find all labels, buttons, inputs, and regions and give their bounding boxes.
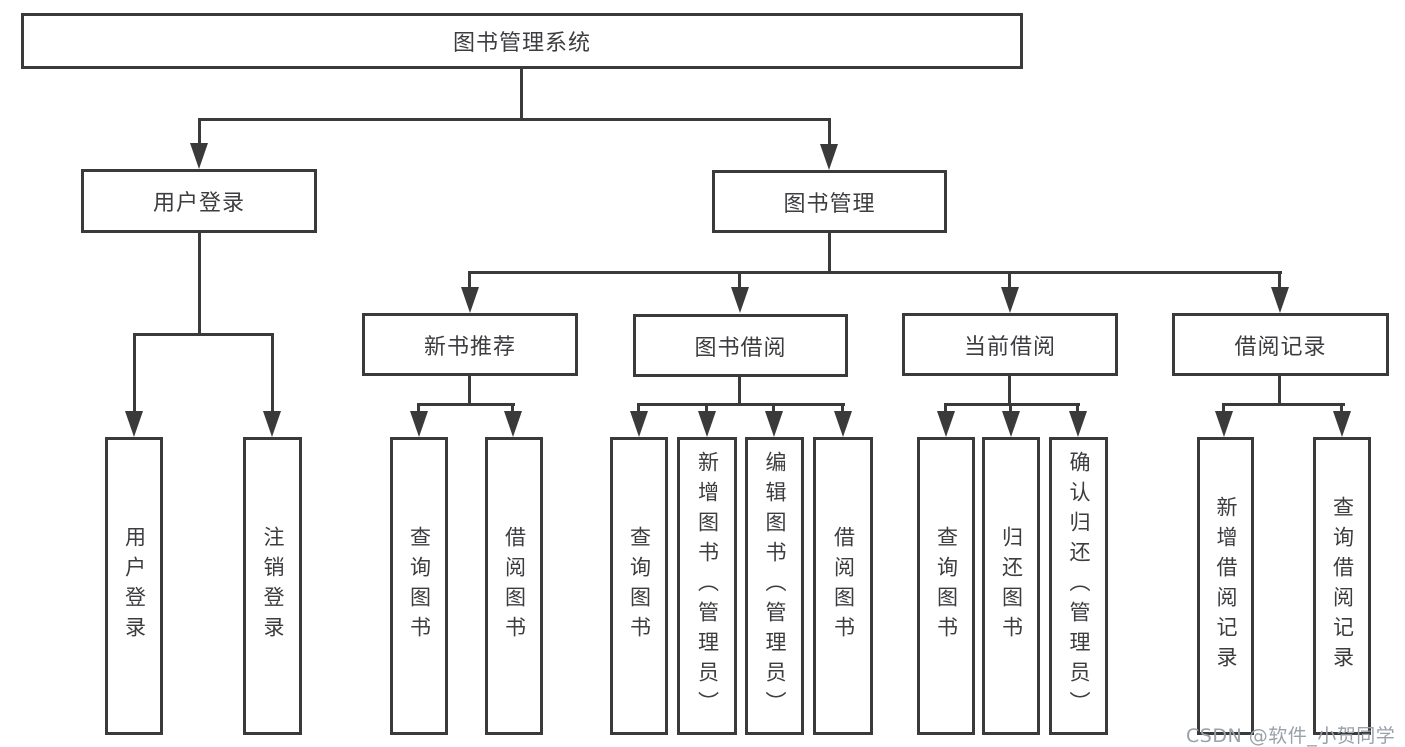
connector-line bbox=[511, 404, 514, 413]
leaf-user-login: 用户登录 bbox=[105, 437, 163, 735]
connector-line bbox=[133, 335, 136, 413]
connector-arrow-down bbox=[1215, 411, 1233, 437]
connector-arrow-down bbox=[820, 144, 838, 170]
leaf-add-borrow-record-label: 新增借阅记录 bbox=[1214, 496, 1238, 676]
connector-line bbox=[1222, 404, 1225, 413]
connector-line bbox=[417, 403, 515, 406]
connector-line bbox=[271, 335, 274, 413]
connector-arrow-down bbox=[461, 287, 479, 313]
leaf-recommend-query-book: 查询图书 bbox=[390, 437, 448, 735]
leaf-edit-book-admin-label: 编辑图书（管理员） bbox=[763, 451, 787, 721]
leaf-return-book: 归还图书 bbox=[982, 437, 1040, 735]
node-current-borrow-label: 当前借阅 bbox=[963, 334, 1056, 360]
leaf-current-query-book-label: 查询图书 bbox=[934, 526, 959, 646]
leaf-recommend-borrow-book-label: 借阅图书 bbox=[502, 526, 527, 646]
connector-line bbox=[198, 232, 201, 336]
connector-arrow-down bbox=[937, 411, 955, 437]
leaf-logout-label: 注销登录 bbox=[261, 526, 285, 646]
connector-arrow-down bbox=[1002, 411, 1020, 437]
connector-arrow-down bbox=[125, 411, 143, 437]
connector-line bbox=[738, 376, 741, 406]
connector-line bbox=[198, 120, 201, 146]
node-borrow-record: 借阅记录 bbox=[1172, 313, 1389, 376]
node-new-book-recommend: 新书推荐 bbox=[362, 313, 578, 376]
leaf-query-borrow-record: 查询借阅记录 bbox=[1313, 437, 1371, 735]
leaf-confirm-return-admin: 确认归还（管理员） bbox=[1049, 437, 1108, 735]
node-book-management: 图书管理 bbox=[712, 170, 947, 233]
connector-arrow-down bbox=[1333, 411, 1351, 437]
connector-line bbox=[1222, 403, 1345, 406]
connector-arrow-down bbox=[1001, 287, 1019, 313]
connector-line bbox=[705, 404, 708, 413]
connector-line bbox=[1008, 273, 1011, 289]
connector-arrow-down bbox=[630, 411, 648, 437]
node-book-management-label: 图书管理 bbox=[783, 191, 876, 217]
connector-arrow-down bbox=[698, 411, 716, 437]
leaf-recommend-query-book-label: 查询图书 bbox=[407, 526, 432, 646]
connector-line bbox=[637, 403, 845, 406]
connector-line bbox=[1340, 404, 1343, 413]
connector-arrow-down bbox=[410, 411, 428, 437]
connector-line bbox=[1076, 404, 1079, 413]
connector-arrow-down bbox=[765, 411, 783, 437]
connector-line bbox=[828, 120, 831, 146]
node-current-borrow: 当前借阅 bbox=[902, 313, 1118, 376]
leaf-borrow-query-book: 查询图书 bbox=[610, 437, 668, 735]
connector-line bbox=[944, 404, 947, 413]
leaf-borrow-query-book-label: 查询图书 bbox=[627, 526, 652, 646]
node-book-borrow-label: 图书借阅 bbox=[694, 335, 787, 361]
leaf-borrow-book: 借阅图书 bbox=[813, 437, 873, 735]
connector-arrow-down bbox=[504, 411, 522, 437]
connector-arrow-down bbox=[834, 411, 852, 437]
connector-line bbox=[417, 404, 420, 413]
connector-line bbox=[637, 404, 640, 413]
leaf-add-book-admin-label: 新增图书（管理员） bbox=[695, 451, 720, 721]
leaf-borrow-book-label: 借阅图书 bbox=[831, 526, 856, 646]
leaf-logout: 注销登录 bbox=[243, 437, 302, 735]
leaf-add-book-admin: 新增图书（管理员） bbox=[677, 437, 737, 735]
leaf-query-borrow-record-label: 查询借阅记录 bbox=[1330, 496, 1355, 676]
connector-line bbox=[772, 404, 775, 413]
node-root-system: 图书管理系统 bbox=[21, 13, 1023, 69]
connector-line bbox=[198, 118, 831, 121]
connector-line bbox=[1008, 375, 1011, 406]
node-book-borrow: 图书借阅 bbox=[633, 314, 848, 377]
leaf-edit-book-admin: 编辑图书（管理员） bbox=[745, 437, 804, 735]
connector-line bbox=[944, 403, 1080, 406]
connector-arrow-down bbox=[263, 411, 281, 437]
connector-line bbox=[468, 271, 1282, 274]
leaf-user-login-label: 用户登录 bbox=[122, 526, 147, 646]
connector-line bbox=[133, 333, 274, 336]
connector-line bbox=[738, 273, 741, 289]
node-new-book-recommend-label: 新书推荐 bbox=[423, 334, 516, 360]
csdn-watermark: CSDN @软件_小贺同学 bbox=[1186, 725, 1396, 747]
connector-line bbox=[1278, 273, 1281, 289]
node-user-login-label: 用户登录 bbox=[152, 191, 245, 216]
connector-line bbox=[841, 404, 844, 413]
leaf-recommend-borrow-book: 借阅图书 bbox=[485, 437, 543, 735]
node-borrow-record-label: 借阅记录 bbox=[1234, 334, 1327, 360]
connector-arrow-down bbox=[190, 143, 208, 169]
connector-line bbox=[828, 232, 831, 274]
leaf-return-book-label: 归还图书 bbox=[999, 526, 1024, 646]
connector-arrow-down bbox=[1069, 411, 1087, 437]
connector-line bbox=[468, 375, 471, 406]
connector-line bbox=[520, 68, 523, 121]
connector-arrow-down bbox=[731, 287, 749, 313]
leaf-current-query-book: 查询图书 bbox=[917, 437, 975, 735]
node-user-login: 用户登录 bbox=[81, 169, 317, 233]
leaf-add-borrow-record: 新增借阅记录 bbox=[1197, 437, 1254, 735]
connector-line bbox=[1278, 375, 1281, 406]
connector-arrow-down bbox=[1271, 287, 1289, 313]
connector-line bbox=[1009, 404, 1012, 413]
node-root-label: 图书管理系统 bbox=[452, 31, 591, 56]
connector-line bbox=[468, 273, 471, 289]
leaf-confirm-return-admin-label: 确认归还（管理员） bbox=[1067, 451, 1091, 721]
